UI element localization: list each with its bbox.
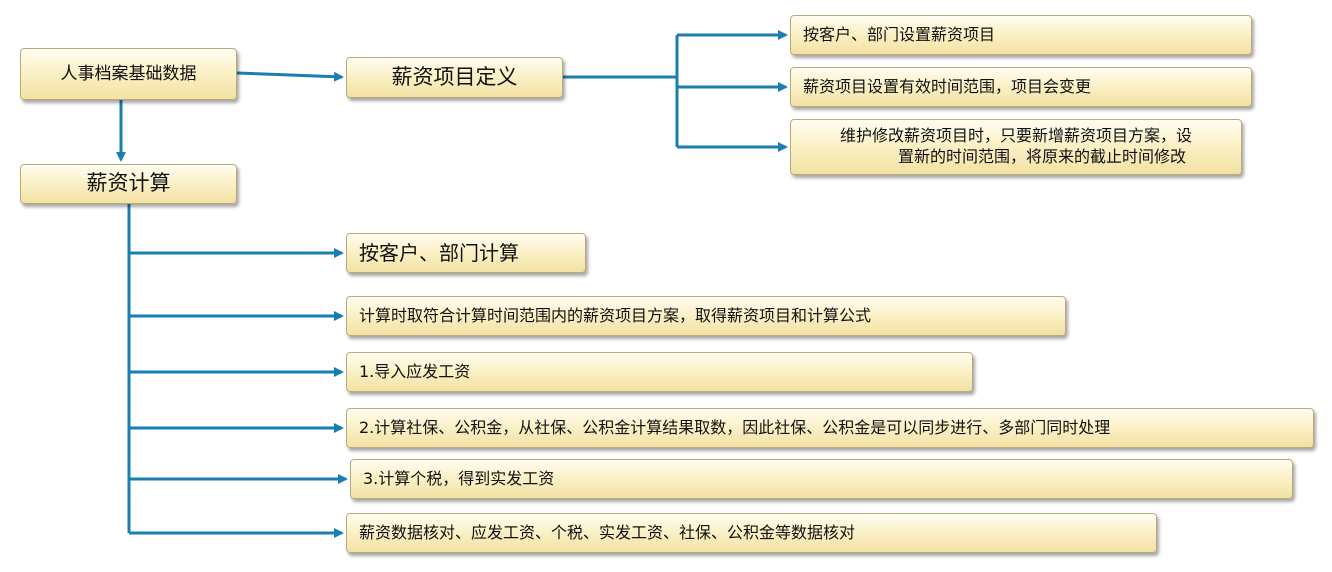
node-def-item-2: 薪资项目设置有效时间范围，项目会变更 <box>790 67 1252 107</box>
node-salary-calculation: 薪资计算 <box>20 164 237 204</box>
node-calc-item-4: 2.计算社保、公积金，从社保、公积金计算结果取数，因此社保、公积金是可以同步进行… <box>346 408 1314 448</box>
node-salary-item-definition-label: 薪资项目定义 <box>391 64 518 89</box>
node-def-item-3-text: 维护修改薪资项目时，只要新增薪资项目方案，设 置新的时间范围，将原来的截止时间修… <box>840 126 1192 168</box>
node-salary-item-definition: 薪资项目定义 <box>346 57 563 98</box>
node-calc-item-6: 薪资数据核对、应发工资、个税、实发工资、社保、公积金等数据核对 <box>346 513 1157 553</box>
node-calc-item-3: 1.导入应发工资 <box>346 352 973 392</box>
node-calc-item-5-label: 3.计算个税，得到实发工资 <box>363 468 555 488</box>
node-calc-item-4-label: 2.计算社保、公积金，从社保、公积金计算结果取数，因此社保、公积金是可以同步进行… <box>359 417 1111 437</box>
node-hr-base-data-label: 人事档案基础数据 <box>60 63 197 84</box>
connector-root-to-definition <box>236 71 344 82</box>
node-calc-item-3-label: 1.导入应发工资 <box>359 361 471 381</box>
node-calc-item-2-label: 计算时取符合计算时间范围内的薪资项目方案，取得薪资项目和计算公式 <box>359 305 872 325</box>
node-calc-item-5: 3.计算个税，得到实发工资 <box>350 459 1293 499</box>
node-calc-item-1-label: 按客户、部门计算 <box>359 241 519 265</box>
node-hr-base-data: 人事档案基础数据 <box>20 48 237 100</box>
node-def-item-1-label: 按客户、部门设置薪资项目 <box>803 24 996 44</box>
node-def-item-3: 维护修改薪资项目时，只要新增薪资项目方案，设 置新的时间范围，将原来的截止时间修… <box>790 119 1242 175</box>
node-def-item-1: 按客户、部门设置薪资项目 <box>790 15 1252 55</box>
node-calc-item-2: 计算时取符合计算时间范围内的薪资项目方案，取得薪资项目和计算公式 <box>346 296 1066 336</box>
node-salary-calculation-label: 薪资计算 <box>86 171 171 196</box>
node-calc-item-6-label: 薪资数据核对、应发工资、个税、实发工资、社保、公积金等数据核对 <box>359 522 856 542</box>
node-def-item-3-line-1: 维护修改薪资项目时，只要新增薪资项目方案，设 <box>839 126 1192 146</box>
node-calc-item-1: 按客户、部门计算 <box>346 233 586 273</box>
node-def-item-2-label: 薪资项目设置有效时间范围，项目会变更 <box>803 76 1092 96</box>
node-def-item-3-line-2: 置新的时间范围，将原来的截止时间修改 <box>897 147 1186 166</box>
